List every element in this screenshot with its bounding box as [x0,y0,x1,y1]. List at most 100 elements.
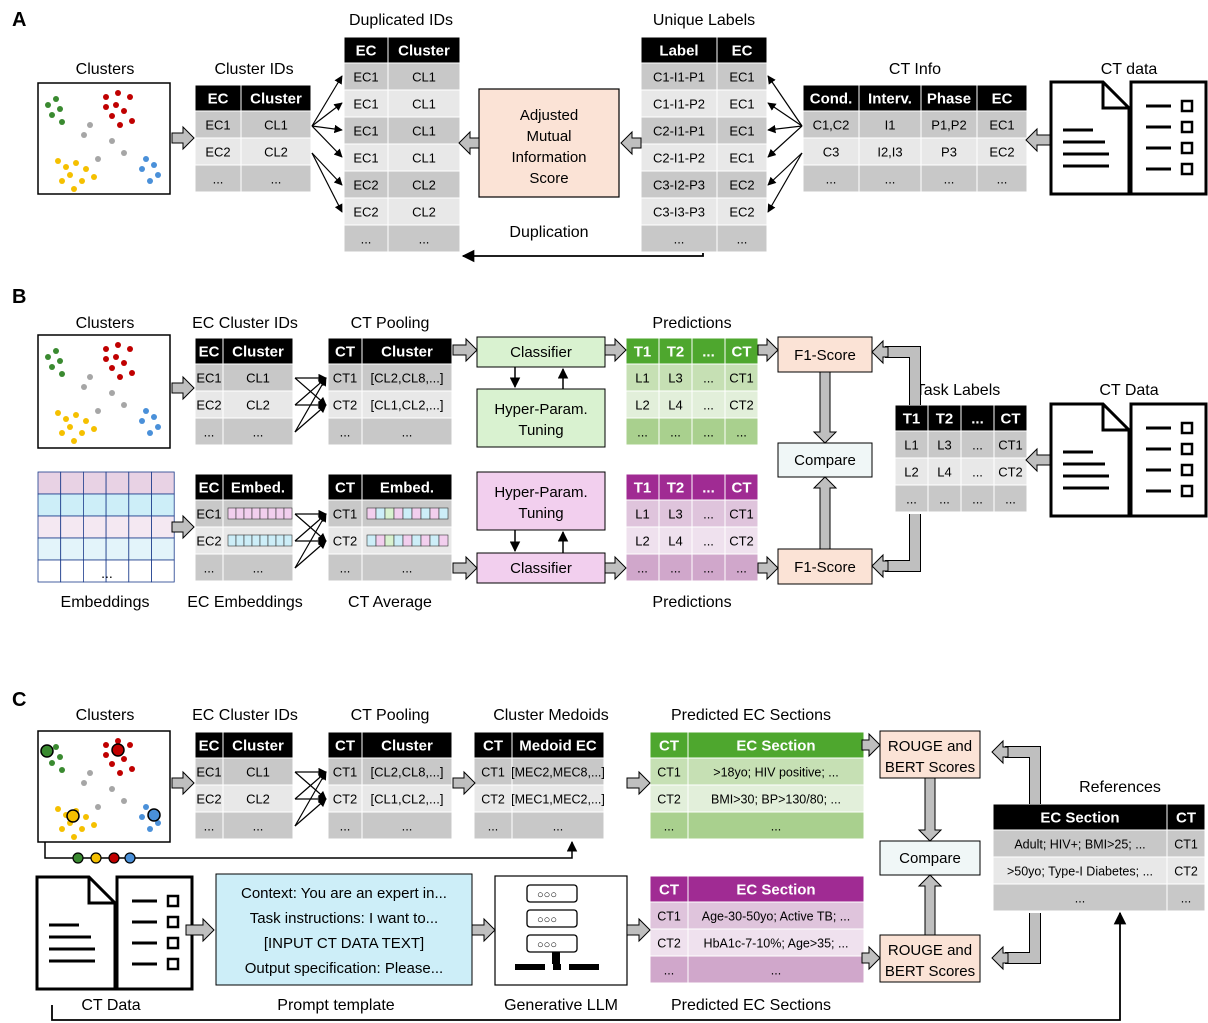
rouge-label-top-1: ROUGE and [888,738,972,755]
table-cell [724,390,759,419]
table-header-text: Cluster [232,344,284,361]
table-header-text: Cluster [250,91,302,108]
block-arrow [604,337,627,363]
table-header-text: CT [483,738,503,755]
table-cell-text: ... [1181,892,1191,906]
table-header-cell [194,337,224,365]
table-cell [716,116,768,145]
table-cell [343,89,389,118]
table-cell [473,811,513,840]
table-header-text: CT [1176,810,1196,827]
block-arrow [917,874,943,936]
table-cell [927,430,962,459]
embedding-cell [267,507,277,520]
tuning-label-bottom-1: Hyper-Param. [494,484,587,501]
table-cell [649,955,689,984]
table-cell [361,784,453,813]
doc-checkbox [1180,99,1194,113]
ct-data-label-c: CT Data [81,997,140,1014]
table-cell [724,417,759,446]
ami-line-1: Adjusted [520,107,578,124]
table-header-text: ... [971,411,984,428]
block-arrow [604,555,627,581]
table-cell-text: CT1 [729,507,754,522]
table-cell-text: [CL1,CL2,...] [371,792,444,807]
cluster-point [115,90,121,96]
table-cell-text: ... [703,534,714,549]
table-cell [222,417,294,446]
block-arrow [871,339,889,365]
embedding-grid-cell [151,515,175,539]
table-cell-text: ... [664,964,674,978]
table-cell-text: ... [972,465,983,480]
table-cell [993,484,1028,513]
table-cell [194,137,242,166]
cluster-point [113,102,119,108]
embedding-cell [375,507,386,520]
block-arrow [620,130,642,156]
table-cell-text: ... [488,820,498,834]
cluster-point [95,408,101,414]
prompt-line-3: [INPUT CT DATA TEXT] [264,935,424,952]
clusters-scatter-b [37,334,171,449]
cluster-point [91,822,97,828]
table-cell [625,526,660,555]
table-cell-text: CL2 [412,178,436,193]
embeddings-dots: ... [101,565,113,581]
cluster-point [121,798,127,804]
table-header-text: T1 [903,411,921,428]
prompt-template-label: Prompt template [277,997,394,1014]
duplication-label: Duplication [509,224,588,241]
server-dots-1: ○○○ [537,889,557,901]
table-cell-text: EC1 [196,765,221,780]
embedding-grid-cell [105,515,130,539]
cluster-point [129,118,135,124]
table-cell-text: CT1 [481,766,505,780]
embedding-grid-cell [60,471,84,495]
block-arrow-shaft [885,514,920,571]
cluster-point [53,744,59,750]
table-cell [687,757,865,786]
block-arrows-b [171,337,1051,581]
embedding-cell [420,507,431,520]
block-arrow [171,770,195,796]
table-cell-text: CL1 [412,70,436,85]
table-cell [222,390,294,419]
table-cell [343,143,389,172]
cluster-point [117,770,123,776]
task-labels-title: Task Labels [916,382,1001,399]
cluster-point [103,346,109,352]
table-cell-text: ... [1075,892,1085,906]
ct-data-label: CT data [1101,61,1158,78]
table-cell [361,553,453,582]
f1-score-box-top [777,336,873,373]
embedding-cell [366,507,377,520]
cluster-point [143,408,149,414]
cluster-point [81,780,87,786]
table-header-cell [240,84,312,112]
table-cell [649,928,689,957]
table-cell-text: L2 [635,398,649,413]
medoid-dot [72,852,84,864]
table-cell [927,457,962,486]
table-cell [222,757,294,786]
table-cell [691,553,726,582]
medoid-point [40,744,54,758]
table-header-cell [327,473,363,501]
block-arrow [861,945,881,971]
cluster-point [109,138,115,144]
table-cell [802,110,860,139]
table-cell-text: ... [703,425,714,440]
table-header-text: CT [335,344,355,361]
predicted-ec-title-bottom: Predicted EC Sections [671,997,831,1014]
table-cell-text: CT1 [333,371,358,386]
ec-embeddings-label: EC Embeddings [187,594,303,611]
ct-data-document-icon [1049,80,1208,196]
embedding-grid-cell [128,471,152,495]
table-cell [687,928,865,957]
cluster-point [115,342,121,348]
embeddings-label: Embeddings [61,594,150,611]
